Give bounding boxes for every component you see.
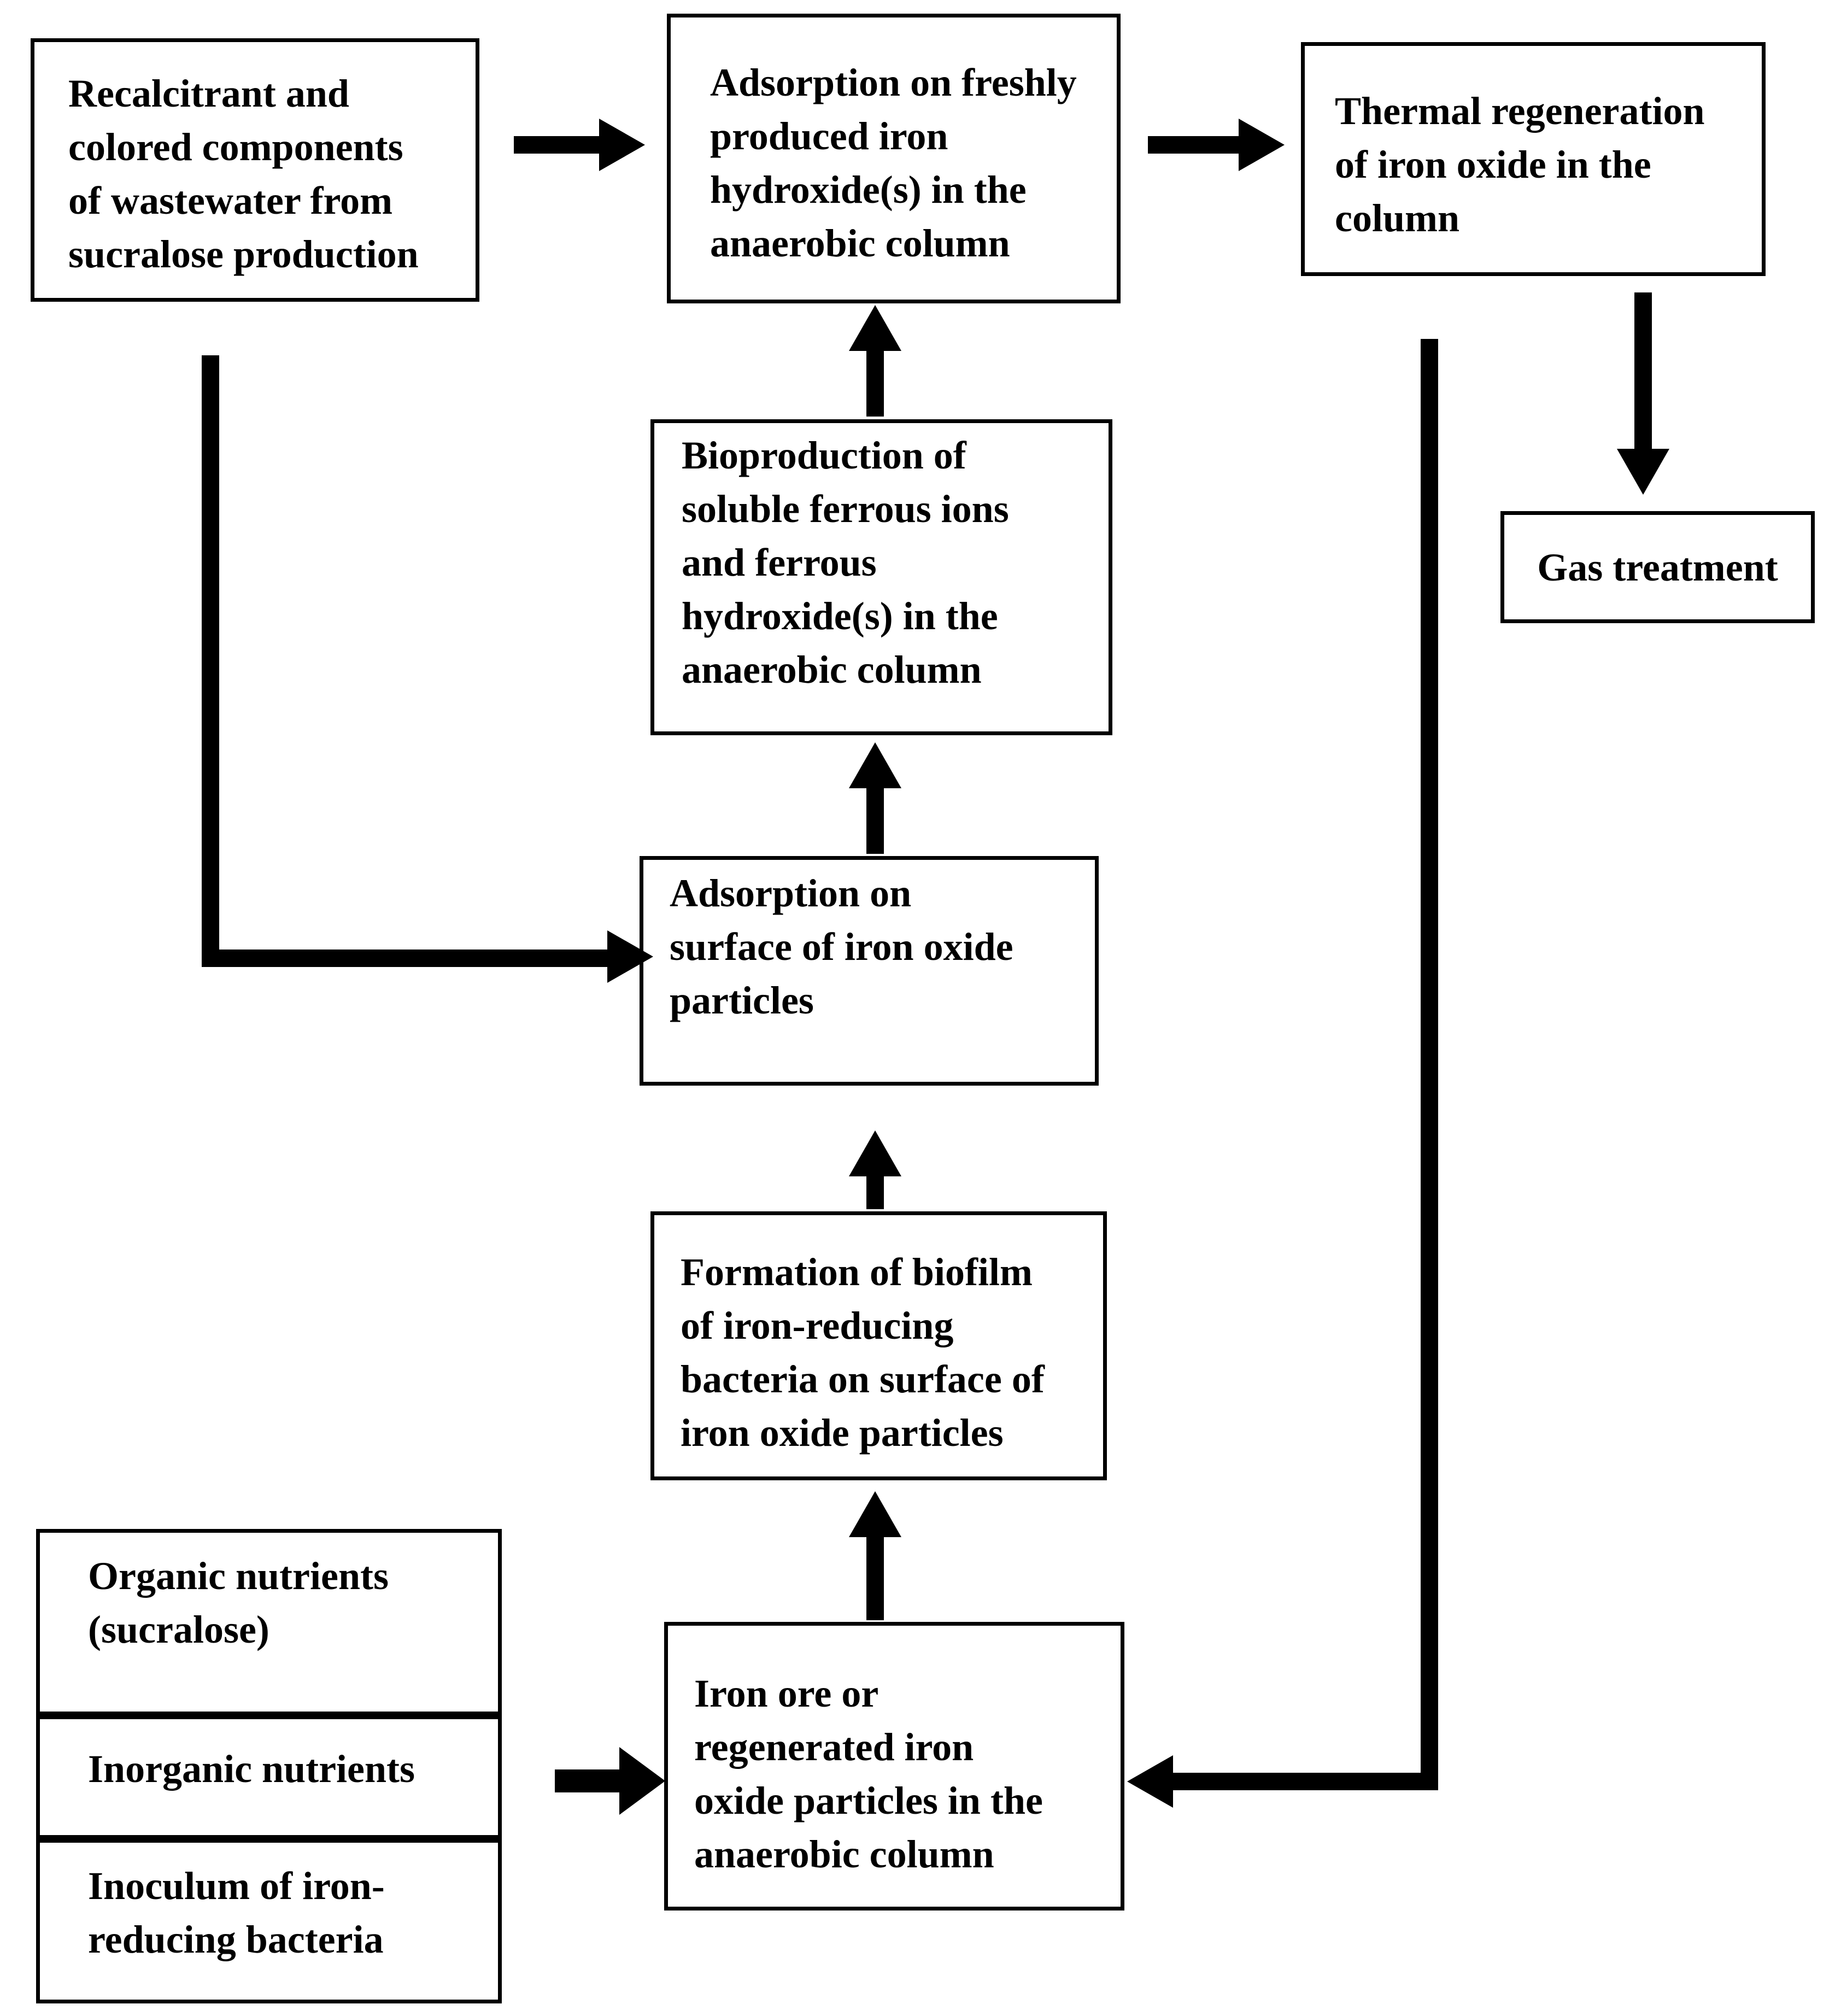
- node-iron-ore-label: Iron ore or regenerated iron oxide parti…: [694, 1672, 1043, 1876]
- arrow-shaft-horizontal: [202, 950, 608, 967]
- node-gas-treatment: Gas treatment: [1500, 511, 1815, 623]
- node-adsorption-fresh-label: Adsorption on freshly produced iron hydr…: [710, 61, 1077, 265]
- node-organic-nutrients: Organic nutrients (sucralose): [36, 1529, 502, 1715]
- node-iron-ore: Iron ore or regenerated iron oxide parti…: [664, 1622, 1124, 1910]
- node-inoculum: Inoculum of iron- reducing bacteria: [36, 1839, 502, 2003]
- node-wastewater: Recalcitrant and colored components of w…: [31, 38, 479, 302]
- node-thermal-regeneration-label: Thermal regeneration of iron oxide in th…: [1335, 89, 1705, 240]
- arrowhead-up-icon: [849, 742, 901, 788]
- arrowhead-up-icon: [849, 1130, 901, 1176]
- arrow-shaft: [866, 1537, 884, 1620]
- arrowhead-up-icon: [849, 305, 901, 351]
- node-bioproduction-label: Bioproduction of soluble ferrous ions an…: [682, 433, 1009, 691]
- node-adsorption-surface: Adsorption on surface of iron oxide part…: [640, 856, 1099, 1086]
- node-gas-treatment-label: Gas treatment: [1537, 545, 1778, 589]
- arrow-shaft: [1148, 136, 1240, 154]
- arrowhead-right-icon: [619, 1747, 665, 1815]
- node-wastewater-label: Recalcitrant and colored components of w…: [68, 72, 419, 276]
- node-biofilm-label: Formation of biofilm of iron-reducing ba…: [681, 1250, 1045, 1455]
- arrowhead-right-icon: [599, 119, 645, 171]
- arrowhead-down-icon: [1617, 449, 1669, 495]
- arrow-shaft: [514, 136, 600, 154]
- node-organic-nutrients-label: Organic nutrients (sucralose): [88, 1554, 389, 1651]
- arrowhead-right-icon: [1239, 119, 1285, 171]
- arrowhead-up-icon: [849, 1491, 901, 1537]
- node-adsorption-surface-label: Adsorption on surface of iron oxide part…: [670, 871, 1013, 1022]
- node-biofilm: Formation of biofilm of iron-reducing ba…: [650, 1211, 1107, 1480]
- node-inorganic-nutrients-label: Inorganic nutrients: [88, 1747, 415, 1791]
- arrow-shaft: [866, 788, 884, 854]
- node-bioproduction: Bioproduction of soluble ferrous ions an…: [650, 419, 1112, 735]
- arrow-shaft: [866, 350, 884, 417]
- arrow-shaft: [1634, 292, 1652, 450]
- arrowhead-right-icon: [607, 930, 653, 983]
- node-thermal-regeneration: Thermal regeneration of iron oxide in th…: [1301, 42, 1766, 276]
- arrowhead-left-icon: [1127, 1755, 1173, 1808]
- node-inoculum-label: Inoculum of iron- reducing bacteria: [88, 1864, 385, 1961]
- arrow-shaft-vertical: [202, 355, 219, 967]
- arrow-shaft: [555, 1769, 626, 1792]
- arrow-shaft-horizontal: [1172, 1773, 1438, 1790]
- arrow-shaft-vertical: [1421, 339, 1438, 1790]
- node-adsorption-fresh: Adsorption on freshly produced iron hydr…: [667, 14, 1121, 303]
- node-inorganic-nutrients: Inorganic nutrients: [36, 1715, 502, 1839]
- arrow-shaft: [866, 1175, 884, 1209]
